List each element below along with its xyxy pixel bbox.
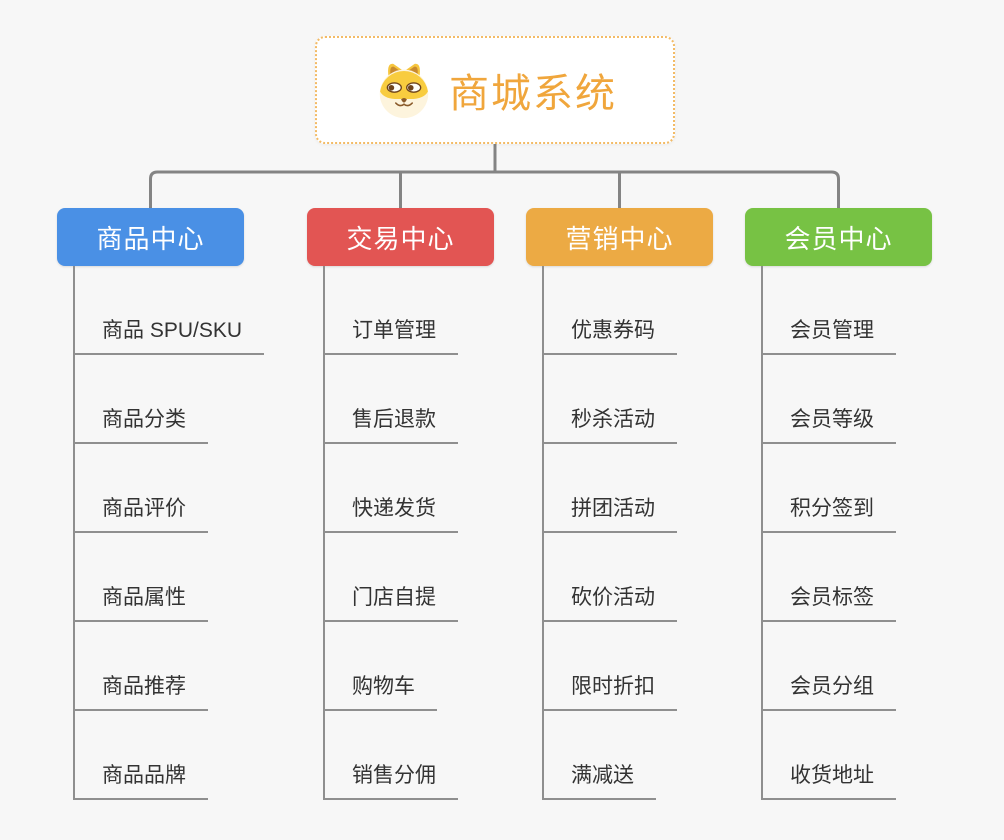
child-item[interactable]: 商品推荐 xyxy=(75,622,208,711)
child-item-label: 会员等级 xyxy=(790,408,874,431)
child-item-label: 购物车 xyxy=(352,675,415,698)
child-item-label: 收货地址 xyxy=(790,764,874,787)
child-item[interactable]: 商品属性 xyxy=(75,533,208,622)
doge-icon xyxy=(379,63,429,119)
child-item-label: 商品品牌 xyxy=(102,764,186,787)
child-item[interactable]: 砍价活动 xyxy=(544,533,677,622)
child-item[interactable]: 收货地址 xyxy=(763,711,896,800)
child-item[interactable]: 售后退款 xyxy=(325,355,458,444)
child-item-label: 商品推荐 xyxy=(102,675,186,698)
child-item-label: 商品 SPU/SKU xyxy=(102,319,243,342)
child-item[interactable]: 秒杀活动 xyxy=(544,355,677,444)
child-item-label: 商品属性 xyxy=(102,586,186,609)
child-item-label: 销售分佣 xyxy=(352,764,436,787)
child-item[interactable]: 会员标签 xyxy=(763,533,896,622)
root-title: 商城系统 xyxy=(449,72,617,116)
child-item[interactable]: 商品品牌 xyxy=(75,711,208,800)
child-item-label: 会员分组 xyxy=(790,675,874,698)
child-item-label: 快递发货 xyxy=(352,497,436,520)
child-item-label: 商品评价 xyxy=(102,497,186,520)
branch-box[interactable]: 会员中心 xyxy=(745,208,932,266)
root-node[interactable]: 商城系统 xyxy=(315,36,675,144)
child-item-label: 满减送 xyxy=(571,764,634,787)
branch-children: 订单管理售后退款快递发货门店自提购物车销售分佣 xyxy=(323,266,494,800)
child-item[interactable]: 购物车 xyxy=(325,622,437,711)
child-item[interactable]: 优惠券码 xyxy=(544,266,677,355)
child-item[interactable]: 积分签到 xyxy=(763,444,896,533)
child-item[interactable]: 快递发货 xyxy=(325,444,458,533)
branch-box[interactable]: 交易中心 xyxy=(307,208,494,266)
child-item[interactable]: 会员等级 xyxy=(763,355,896,444)
child-item[interactable]: 订单管理 xyxy=(325,266,458,355)
child-item-label: 订单管理 xyxy=(352,319,436,342)
child-item-label: 砍价活动 xyxy=(571,586,655,609)
child-item[interactable]: 拼团活动 xyxy=(544,444,677,533)
branch: 会员中心 会员管理会员等级积分签到会员标签会员分组收货地址 xyxy=(745,208,932,800)
child-item[interactable]: 商品分类 xyxy=(75,355,208,444)
branch-children: 商品 SPU/SKU 商品分类商品评价商品属性商品推荐商品品牌 xyxy=(73,266,265,800)
branch-box[interactable]: 营销中心 xyxy=(526,208,713,266)
child-item[interactable]: 会员管理 xyxy=(763,266,896,355)
branch: 商品中心 商品 SPU/SKU 商品分类商品评价商品属性商品推荐商品品牌 xyxy=(57,208,265,800)
branch-box[interactable]: 商品中心 xyxy=(57,208,244,266)
branch-children: 优惠券码秒杀活动拼团活动砍价活动限时折扣满减送 xyxy=(542,266,713,800)
child-item[interactable]: 商品 SPU/SKU xyxy=(75,266,265,355)
child-item-label: 秒杀活动 xyxy=(571,408,655,431)
child-item-label: 售后退款 xyxy=(352,408,436,431)
branch: 营销中心 优惠券码秒杀活动拼团活动砍价活动限时折扣满减送 xyxy=(526,208,713,800)
branch: 交易中心 订单管理售后退款快递发货门店自提购物车销售分佣 xyxy=(307,208,494,800)
branch-children: 会员管理会员等级积分签到会员标签会员分组收货地址 xyxy=(761,266,932,800)
child-item[interactable]: 满减送 xyxy=(544,711,656,800)
child-item-label: 会员管理 xyxy=(790,319,874,342)
child-item-label: 商品分类 xyxy=(102,408,186,431)
child-item[interactable]: 限时折扣 xyxy=(544,622,677,711)
child-item-label: 积分签到 xyxy=(790,497,874,520)
child-item-label: 限时折扣 xyxy=(571,675,655,698)
child-item-label: 门店自提 xyxy=(352,586,436,609)
child-item-label: 优惠券码 xyxy=(571,319,655,342)
child-item[interactable]: 销售分佣 xyxy=(325,711,458,800)
child-item-label: 拼团活动 xyxy=(571,497,655,520)
child-item-label: 会员标签 xyxy=(790,586,874,609)
child-item[interactable]: 商品评价 xyxy=(75,444,208,533)
child-item[interactable]: 会员分组 xyxy=(763,622,896,711)
child-item[interactable]: 门店自提 xyxy=(325,533,458,622)
